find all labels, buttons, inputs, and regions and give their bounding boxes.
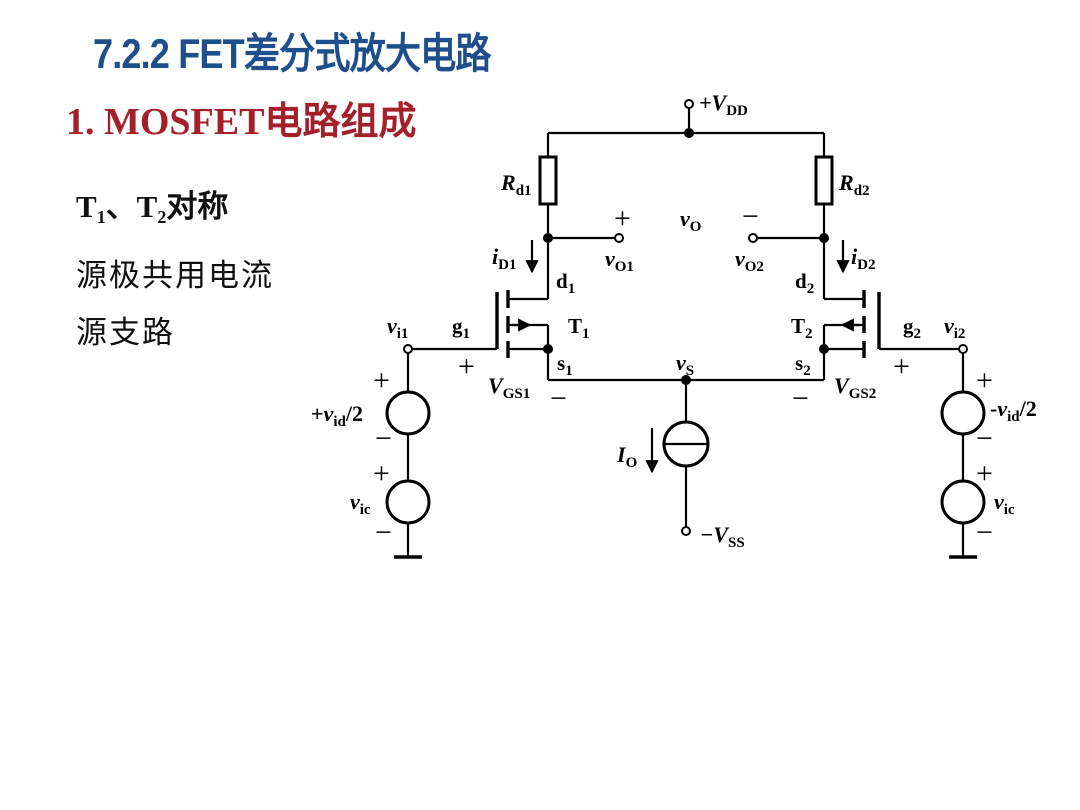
label-vgs1: VGS1 — [488, 373, 530, 402]
label-vgs2: VGS2 — [834, 373, 876, 402]
vgs1-plus: + — [458, 350, 475, 383]
left-vid-plus: + — [373, 364, 390, 397]
label-vo: vO — [680, 206, 701, 235]
label-t2: T2 — [791, 314, 813, 342]
label-vid-left: +vid/2 — [311, 401, 363, 430]
vo1-terminal — [614, 233, 624, 243]
vgs1-minus: − — [550, 382, 567, 415]
vgs2-plus: + — [893, 350, 910, 383]
left-vic-minus: − — [375, 516, 392, 549]
label-t1: T1 — [568, 314, 590, 342]
right-vic-minus: − — [976, 516, 993, 549]
vss-terminal — [681, 526, 691, 536]
left-input-sources — [385, 344, 431, 559]
label-s1: s1 — [557, 351, 573, 379]
vi2-terminal — [958, 344, 968, 354]
label-vo2: vO2 — [735, 246, 764, 275]
label-vid-right: -vid/2 — [990, 396, 1037, 425]
mosfet-t1 — [408, 238, 553, 380]
label-d1: d1 — [556, 269, 575, 297]
label-rd2: Rd2 — [838, 170, 870, 199]
label-rd1: Rd1 — [500, 170, 532, 199]
vdd-rail — [548, 99, 824, 138]
bullet-symmetric: T1、T2对称 — [76, 189, 229, 227]
label-io: IO — [616, 442, 637, 471]
mosfet-t2 — [819, 238, 960, 380]
label-g2: g2 — [903, 314, 921, 342]
vi1-terminal — [403, 344, 413, 354]
vgs2-minus: − — [792, 382, 809, 415]
resistor-rd1 — [538, 133, 558, 238]
label-vi1: vi1 — [387, 313, 408, 342]
right-vid-plus: + — [976, 364, 993, 397]
vid-source-left — [385, 390, 431, 436]
vdd-terminal — [684, 99, 694, 109]
slide-title: 7.2.2 FET差分式放大电路 — [93, 30, 492, 77]
label-d2: d2 — [795, 269, 814, 297]
label-g1: g1 — [452, 314, 470, 342]
left-vid-minus: − — [375, 422, 392, 455]
bullet-branch: 源支路 — [76, 315, 175, 350]
label-id2: iD2 — [851, 244, 875, 273]
label-vic-left: vic — [350, 489, 371, 518]
label-s2: s2 — [795, 351, 811, 379]
vo-minus: − — [742, 200, 759, 233]
label-vss: −VSS — [700, 522, 745, 551]
vo2-terminal — [748, 233, 758, 243]
label-vo1: vO1 — [605, 246, 634, 275]
right-input-sources — [940, 344, 986, 559]
section-heading: 1. MOSFET电路组成 — [66, 101, 417, 143]
bullet-current-source: 源极共用电流 — [76, 258, 274, 293]
right-vic-plus: + — [976, 457, 993, 490]
source-node — [548, 375, 824, 422]
output-nodes — [543, 233, 829, 243]
label-vi2: vi2 — [944, 313, 965, 342]
vo-plus: + — [614, 202, 631, 235]
label-id1: iD1 — [492, 244, 516, 273]
right-vid-minus: − — [976, 422, 993, 455]
left-vic-plus: + — [373, 457, 390, 490]
vic-source-left — [385, 479, 431, 525]
label-vdd: +VDD — [699, 90, 748, 119]
current-source-io — [645, 420, 710, 536]
label-vs: vS — [676, 350, 694, 379]
resistor-rd2 — [814, 133, 834, 238]
label-vic-right: vic — [994, 489, 1015, 518]
